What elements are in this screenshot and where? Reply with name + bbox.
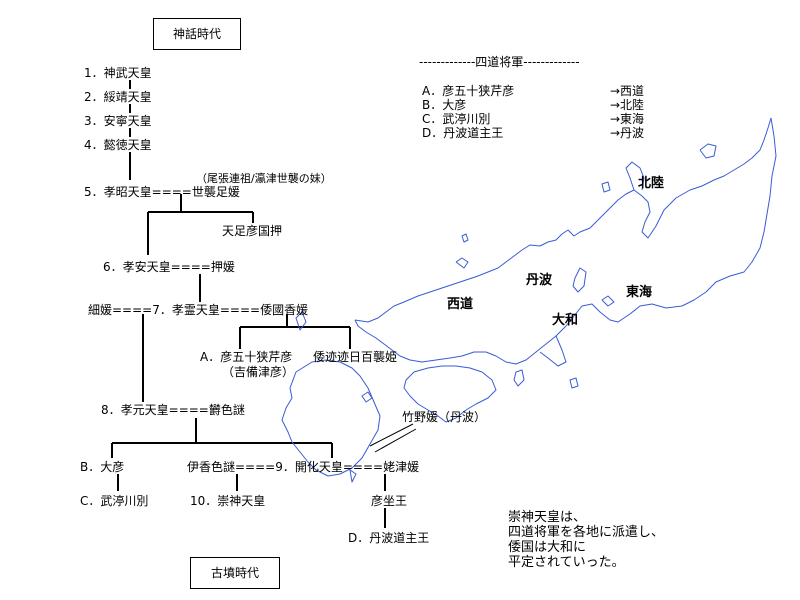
takeno-hime-tanba: 竹野媛（丹波） xyxy=(402,410,487,424)
emperor-7-korei: 細媛====7．孝霊天皇====倭國香媛 xyxy=(88,303,309,317)
note-line: 崇神天皇は、 xyxy=(508,510,587,525)
era-label-kofun: 古墳時代 xyxy=(190,557,280,589)
map-label-tanba: 丹波 xyxy=(526,273,553,288)
map-label-tokai: 東海 xyxy=(626,285,653,300)
general-c-name: C．武渟川別 xyxy=(422,112,491,126)
general-a-name: A．彦五十狭芹彦 xyxy=(422,84,515,98)
child-a-kibitsuhiko-note: （吉備津彦） xyxy=(222,365,295,379)
note-line: 平定されていった。 xyxy=(508,555,625,570)
child-b-ohiko: B．大彦 xyxy=(80,460,125,474)
general-d-name: D．丹波道主王 xyxy=(422,126,504,140)
emperor-3-annei: 3．安寧天皇 xyxy=(84,114,152,128)
note-line: 四道将軍を各地に派遣し、 xyxy=(508,525,665,540)
era-label-mythological: 神話時代 xyxy=(153,18,241,50)
emperor-8-kogen: 8．孝元天皇====欝色謎 xyxy=(101,403,245,417)
general-c-destination: →東海 xyxy=(610,112,645,126)
map-label-yamato: 大和 xyxy=(552,313,579,328)
emperor-10-sujin: 10．崇神天皇 xyxy=(190,494,266,508)
generals-title: -------------四道将軍------------- xyxy=(419,55,580,69)
amatarashihiko-kunioshi: 天足彦国押 xyxy=(222,224,283,238)
note-line: 倭国は大和に xyxy=(508,540,587,555)
hikoimasu-no-miko: 彦坐王 xyxy=(371,494,408,508)
momosohime: 倭迹迹日百襲姫 xyxy=(313,350,398,364)
emperor-5-kosho: 5．孝昭天皇====世襲足媛 xyxy=(84,185,240,199)
child-d-tanbamichinoushi: D．丹波道主王 xyxy=(348,531,430,545)
child-c-takenunakawawake: C．武渟川別 xyxy=(80,494,149,508)
emperor-2-suizei: 2．綏靖天皇 xyxy=(84,90,152,104)
general-d-destination: →丹波 xyxy=(610,126,645,140)
emperor-9-kaika: 伊香色謎====9．開化天皇====姥津媛 xyxy=(187,460,420,474)
map-label-saido: 西道 xyxy=(447,297,474,312)
emperor-1-jimmu: 1．神武天皇 xyxy=(84,66,152,80)
general-b-destination: →北陸 xyxy=(610,98,645,112)
takeno-pointer xyxy=(369,423,417,453)
map-label-hokuriku: 北陸 xyxy=(638,176,665,191)
child-a-isaserihiko: A．彦五十狭芹彦 xyxy=(200,350,293,364)
sujin-note: 崇神天皇は、 四道将軍を各地に派遣し、 倭国は大和に 平定されていった。 xyxy=(508,510,664,570)
general-b-name: B．大彦 xyxy=(422,98,467,112)
emperor-6-koan: 6．孝安天皇====押媛 xyxy=(103,260,235,274)
general-a-destination: →西道 xyxy=(610,84,645,98)
emperor-4-itoku: 4．懿徳天皇 xyxy=(84,138,152,152)
emperor-5-consort-note: （尾張連祖/瀛津世襲の妹） xyxy=(196,172,332,185)
